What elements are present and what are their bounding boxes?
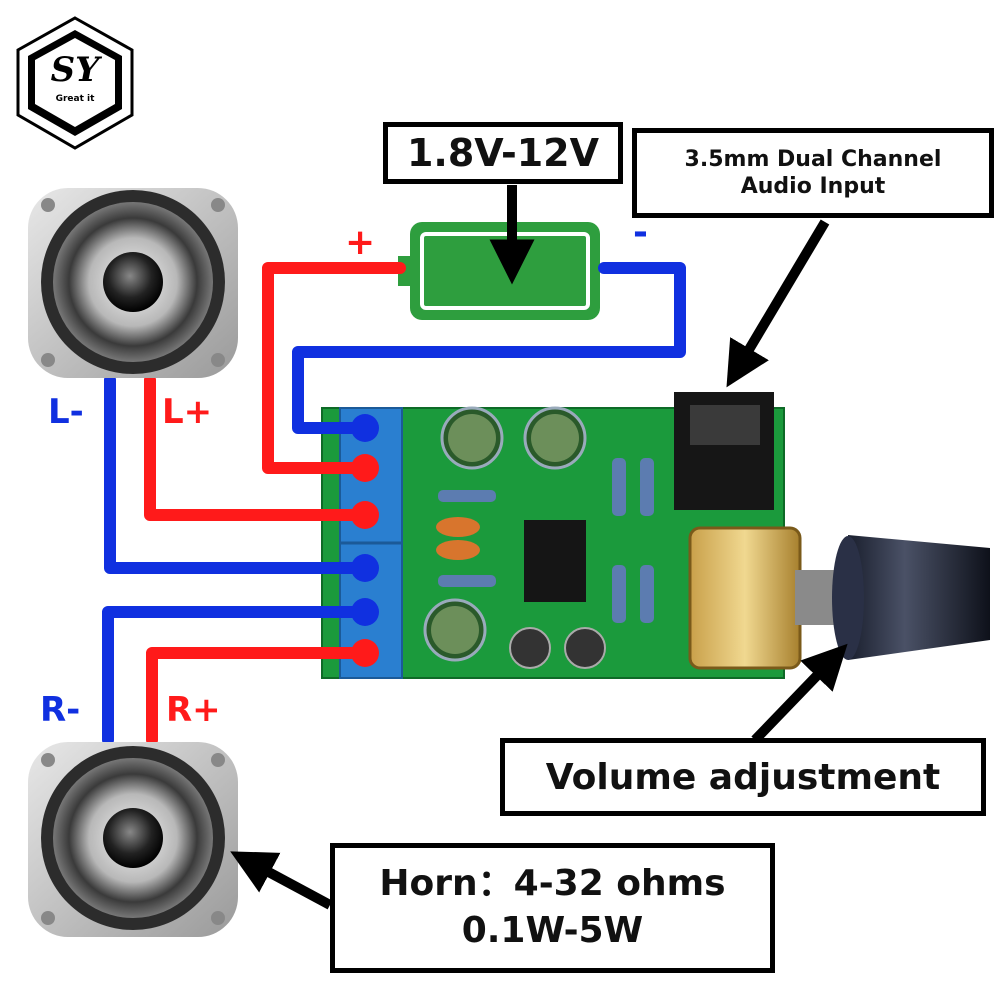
logo-tagline: Great it <box>55 94 95 104</box>
speaker-right-icon <box>28 742 238 937</box>
callout-arrows <box>230 185 848 910</box>
arrow-volume <box>751 643 848 744</box>
wire-left-negative <box>104 374 368 574</box>
terminal-points <box>351 414 379 667</box>
audio-input-line1: 3.5mm Dual Channel <box>684 146 942 172</box>
horn-spec-label: Horn：4-32 ohms 0.1W-5W <box>330 843 775 973</box>
audio-input-label: 3.5mm Dual Channel Audio Input <box>632 128 994 218</box>
battery-icon <box>398 222 600 320</box>
volume-knob <box>688 526 990 670</box>
battery-plus-label: + <box>345 222 376 263</box>
wiring <box>102 262 686 746</box>
wire-battery-positive <box>262 262 406 474</box>
audio-input-line2: Audio Input <box>740 174 886 199</box>
wire-right-negative <box>102 606 368 746</box>
volume-text: Volume adjustment <box>545 756 941 798</box>
arrow-horn <box>230 851 333 910</box>
battery-minus-label: - <box>633 212 648 253</box>
left-plus-label: L+ <box>162 392 213 432</box>
horn-spec-line1: Horn：4-32 ohms <box>379 863 726 905</box>
logo-letters: SY <box>50 50 100 90</box>
wire-right-positive <box>146 647 368 746</box>
power-voltage-text: 1.8V-12V <box>406 131 600 175</box>
power-voltage-label: 1.8V-12V <box>383 122 623 184</box>
right-minus-label: R- <box>40 690 81 730</box>
left-minus-label: L- <box>48 392 84 432</box>
horn-spec-line2: 0.1W-5W <box>461 910 644 951</box>
arrow-audio-input <box>726 219 830 388</box>
volume-label: Volume adjustment <box>500 738 986 816</box>
logo-icon <box>16 16 134 150</box>
right-plus-label: R+ <box>166 690 221 730</box>
wire-battery-negative <box>292 262 686 434</box>
speaker-left-icon <box>28 188 238 378</box>
wire-left-positive <box>144 374 368 521</box>
